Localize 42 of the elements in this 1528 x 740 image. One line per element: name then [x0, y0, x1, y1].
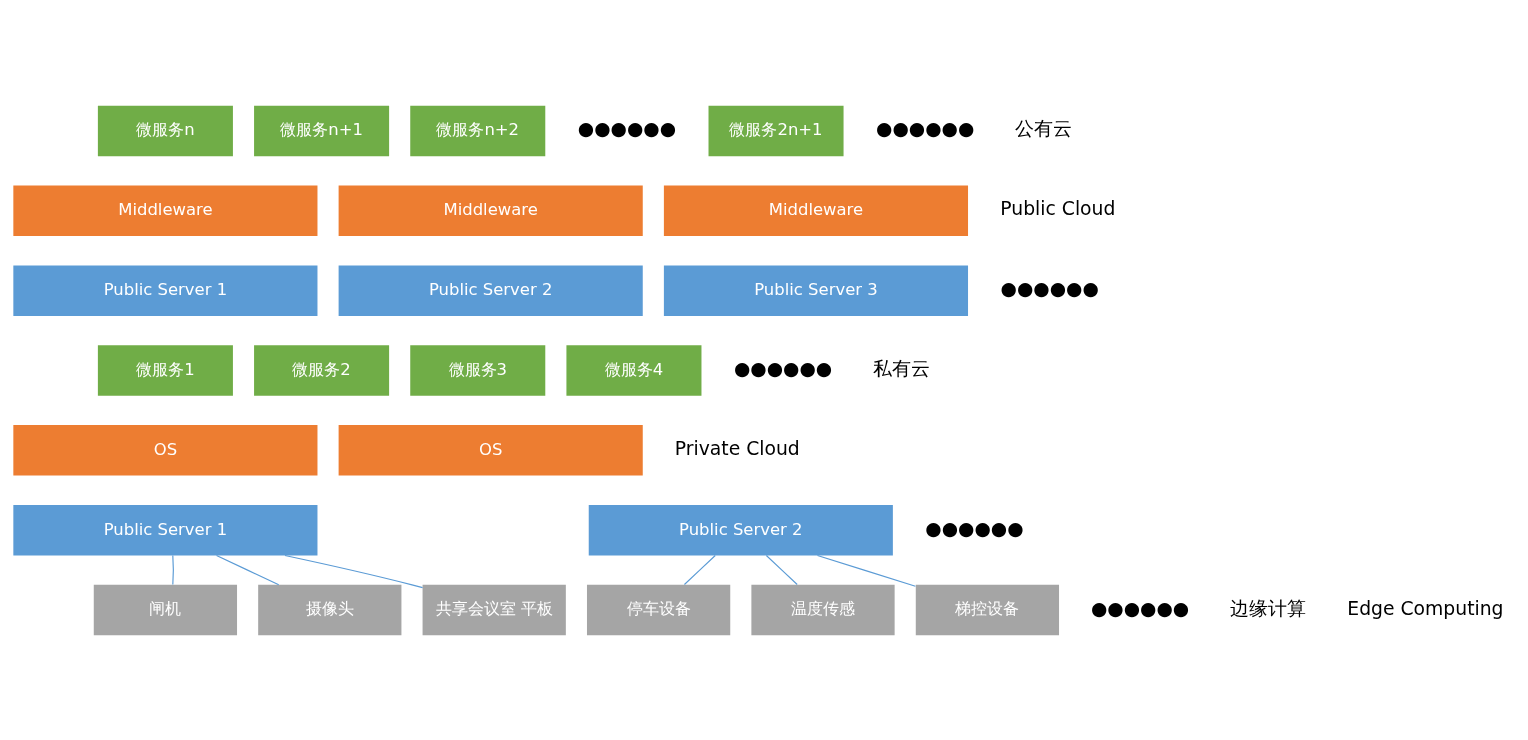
label: ●●●●●● [1000, 277, 1099, 299]
node-box: Public Server 1 [13, 264, 318, 316]
node-box: 微服务1 [97, 344, 233, 396]
node-box: 微服务4 [566, 344, 702, 396]
connector [284, 554, 424, 588]
node-box: 停车设备 [587, 584, 731, 635]
label: Edge Computing [1347, 597, 1504, 619]
node-box: Public Server 2 [338, 264, 643, 316]
connector [683, 554, 716, 585]
node-box: 微服务n+1 [254, 105, 390, 156]
node-box: 微服务3 [410, 344, 546, 396]
node-box: 共享会议室 平板 [422, 584, 566, 635]
node-box: OS [13, 424, 318, 476]
node-box: Public Server 2 [588, 504, 893, 555]
label: Private Cloud [674, 437, 800, 459]
node-box: 温度传感 [751, 584, 895, 635]
label: Public Cloud [1000, 197, 1116, 219]
node-box: 微服务n [97, 105, 233, 156]
node-box: 摄像头 [258, 584, 402, 635]
node-box: Middleware [338, 185, 643, 236]
label: 私有云 [873, 357, 931, 379]
connector [215, 554, 280, 585]
label: 公有云 [1015, 117, 1073, 139]
node-box: OS [338, 424, 643, 476]
node-box: 微服务2 [254, 344, 390, 396]
label: 边缘计算 [1230, 597, 1307, 619]
node-box: Public Server 3 [663, 264, 969, 316]
connector [765, 554, 798, 585]
label: ●●●●●● [733, 357, 833, 379]
node-box: 微服务2n+1 [708, 105, 844, 156]
node-box: Middleware [663, 185, 969, 236]
node-box: 梯控设备 [915, 584, 1060, 635]
label: ●●●●●● [577, 117, 677, 139]
node-box: Middleware [13, 185, 318, 236]
node-box: 闸机 [93, 584, 238, 635]
connector [172, 554, 174, 585]
connector [816, 554, 916, 587]
node-box: 微服务n+2 [410, 105, 546, 156]
label: ●●●●●● [876, 117, 975, 139]
label: ●●●●●● [1090, 597, 1190, 619]
label: ●●●●●● [925, 517, 1024, 539]
node-box: Public Server 1 [13, 504, 318, 555]
